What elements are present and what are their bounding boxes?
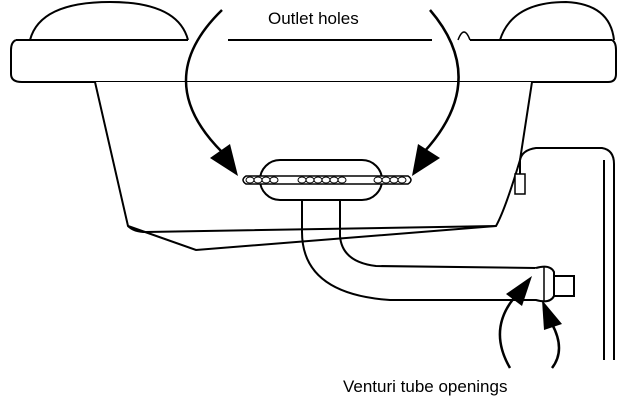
venturi-openings-label: Venturi tube openings: [343, 377, 508, 396]
arrowhead-venturi-left: [506, 276, 532, 306]
leader-arrow-right: [423, 9, 460, 153]
arrowhead-venturi-right: [542, 300, 562, 330]
arrowhead-right: [412, 144, 440, 176]
outlet-holes-label: Outlet holes: [268, 9, 359, 28]
venturi-tube-inner: [339, 200, 537, 269]
bowl-bottom-plate: [127, 225, 497, 252]
bracket-tab: [514, 173, 526, 195]
side-bracket: [519, 147, 615, 360]
leader-arrow-venturi-right: [550, 323, 561, 369]
left-dome: [29, 0, 189, 41]
venturi-nozzle: [553, 275, 575, 297]
leader-arrow-left: [184, 9, 223, 153]
burner-bowl: [94, 81, 533, 234]
venturi-tube-outer: [301, 200, 516, 301]
rim-body: [10, 39, 617, 83]
right-dome: [499, 0, 615, 41]
leader-arrow-venturi-left: [498, 297, 515, 369]
outlet-holes: [245, 176, 407, 184]
arrowhead-left: [210, 144, 238, 176]
rim-bump: [457, 31, 471, 41]
